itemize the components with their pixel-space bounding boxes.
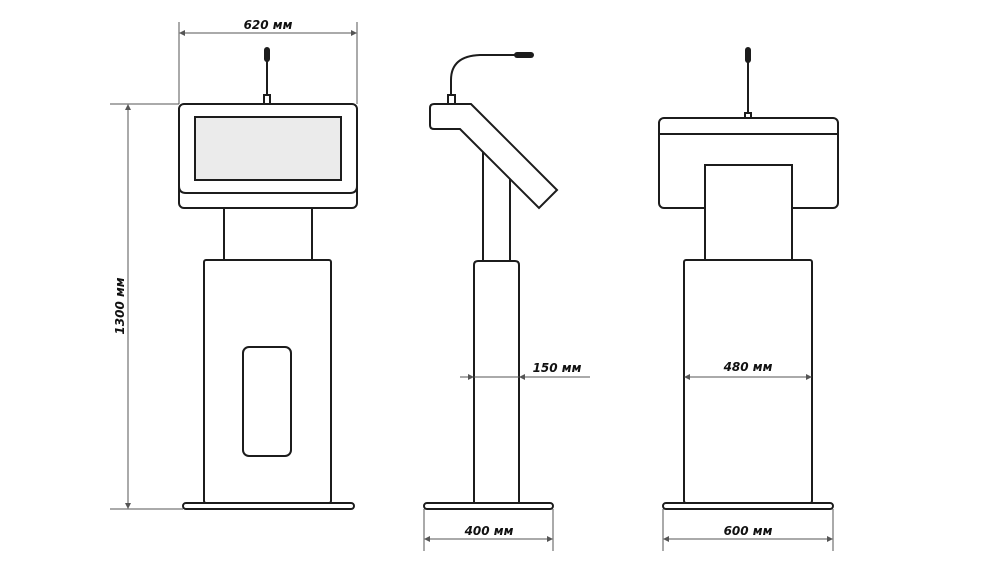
side-view xyxy=(423,52,559,510)
dimension-side-base: 400 мм xyxy=(423,509,554,551)
dimension-back-column: 480 мм xyxy=(684,360,812,380)
front-screen xyxy=(194,116,342,181)
gooseneck-mic-head xyxy=(514,52,534,58)
front-window xyxy=(242,346,292,457)
dimension-front-width: 620 мм xyxy=(178,18,358,104)
back-base xyxy=(662,502,834,510)
back-column xyxy=(683,259,813,504)
side-head xyxy=(429,103,559,210)
side-mic-base xyxy=(447,94,456,105)
label-front-width: 620 мм xyxy=(244,18,293,32)
label-back-base: 600 мм xyxy=(724,524,773,538)
dimension-height: 1300 мм xyxy=(110,103,183,510)
front-head-lip xyxy=(178,185,358,194)
back-mic-head xyxy=(745,47,751,63)
gooseneck xyxy=(450,54,517,95)
side-column xyxy=(473,260,520,504)
front-neck xyxy=(223,204,313,263)
dimension-back-base: 600 мм xyxy=(662,509,834,551)
front-view xyxy=(178,47,358,510)
label-back-column: 480 мм xyxy=(723,360,773,374)
label-height: 1300 мм xyxy=(113,277,127,334)
front-base xyxy=(182,502,355,510)
back-view xyxy=(658,47,839,510)
mic-head xyxy=(264,47,270,62)
mic-base xyxy=(263,94,271,105)
side-base xyxy=(423,502,554,510)
label-side-base: 400 мм xyxy=(464,524,514,538)
back-neck xyxy=(704,164,793,263)
label-pole-width: 150 мм xyxy=(533,361,582,375)
dimension-pole-width: 150 мм xyxy=(460,361,590,380)
